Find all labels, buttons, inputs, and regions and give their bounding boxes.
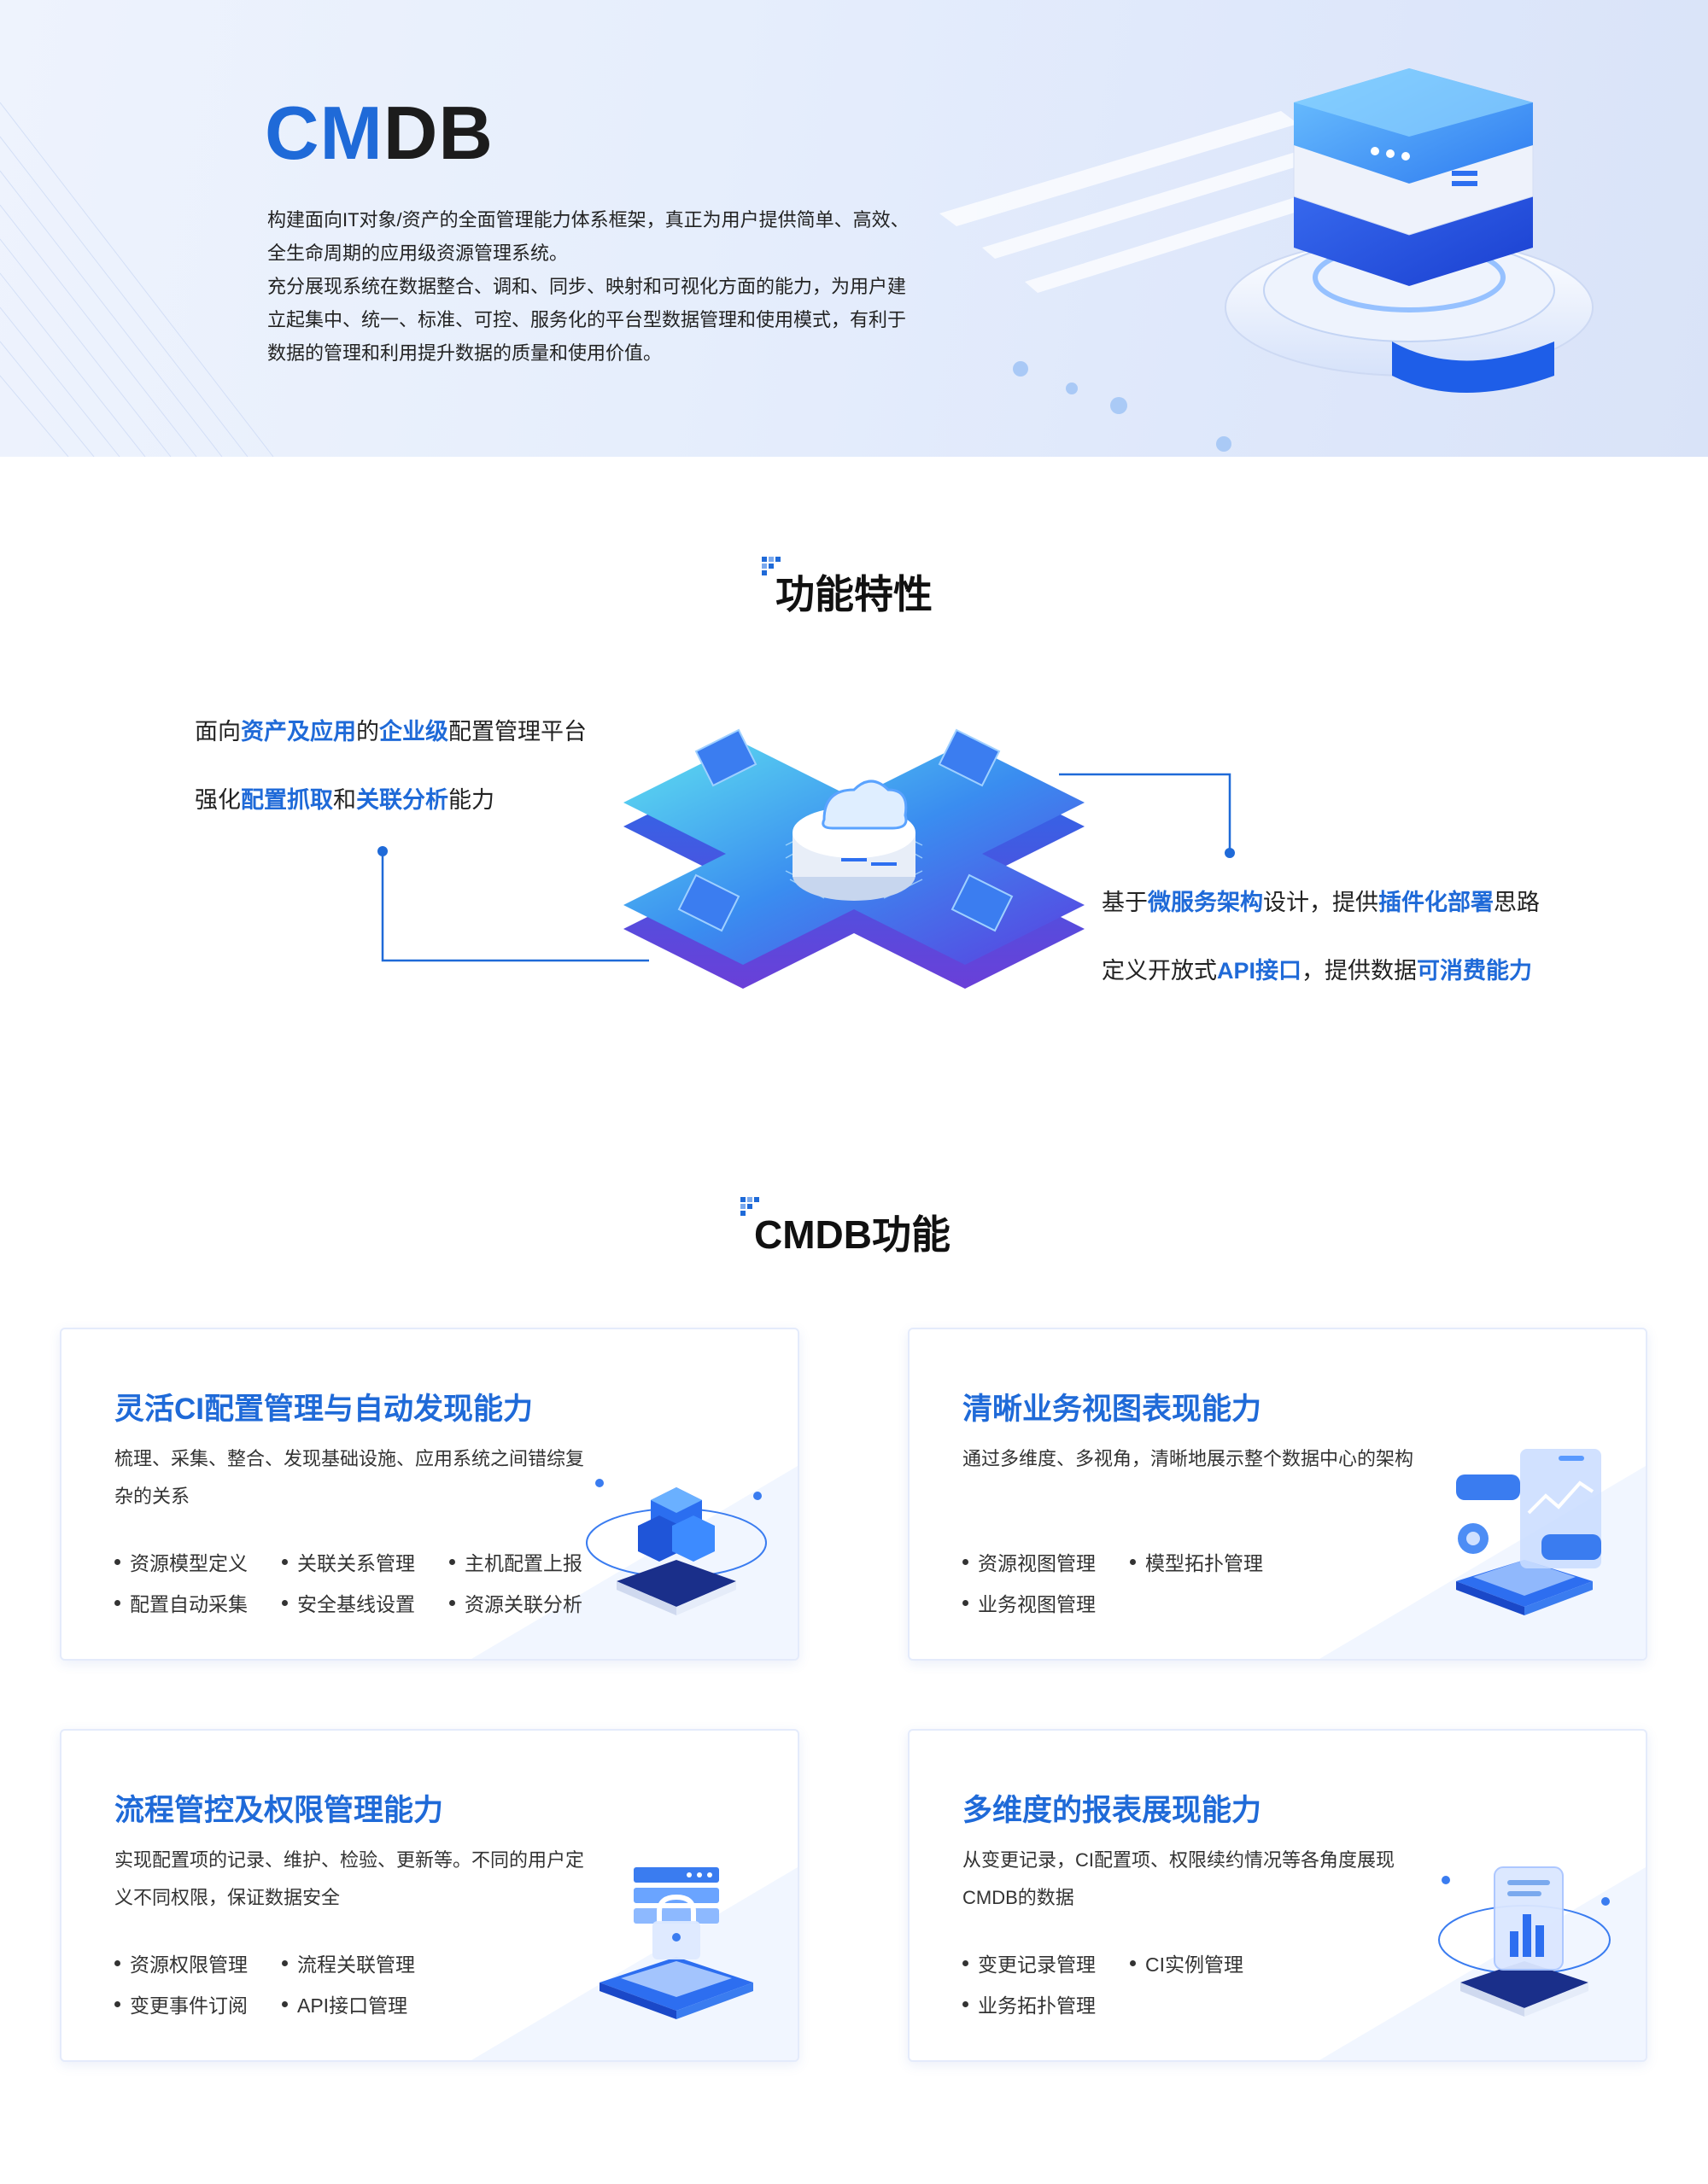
lock-server-icon xyxy=(600,1867,753,2019)
title-pixel-icon xyxy=(740,1197,759,1216)
card-description: 实现配置项的记录、维护、检验、更新等。不同的用户定义不同权限，保证数据安全 xyxy=(114,1849,585,1908)
list-item: 关联关系管理 xyxy=(282,1547,449,1576)
server-stack-icon xyxy=(1225,68,1594,393)
list-item: 业务视图管理 xyxy=(962,1588,1130,1617)
card-description: 梳理、采集、整合、发现基础设施、应用系统之间错综复杂的关系 xyxy=(114,1448,585,1507)
list-item: 安全基线设置 xyxy=(282,1588,449,1617)
function-card-business-view: 清晰业务视图表现能力 通过多维度、多视角，清晰地展示整个数据中心的架构 资源视图… xyxy=(908,1328,1647,1661)
connector-line-left xyxy=(377,846,649,962)
report-icon xyxy=(1438,1866,1611,2017)
card-title: 多维度的报表展现能力 xyxy=(962,1794,1262,1827)
hero-description: 构建面向IT对象/资产的全面管理能力体系框架，真正为用户提供简单、高效、全生命周… xyxy=(267,203,916,370)
features-section-title: 功能特性 xyxy=(762,557,933,620)
title-pixel-icon xyxy=(762,557,781,575)
function-card-reports: 多维度的报表展现能力 从变更记录，CI配置项、权限续约情况等各角度展现CMDB的… xyxy=(908,1729,1647,2062)
list-item: 模型拓扑管理 xyxy=(1130,1547,1297,1576)
card-title: 流程管控及权限管理能力 xyxy=(114,1794,444,1827)
hero-desc-line2: 充分展现系统在数据整合、调和、同步、映射和可视化方面的能力，为用户建立起集中、统… xyxy=(267,276,907,364)
hero-desc-line1: 构建面向IT对象/资产的全面管理能力体系框架，真正为用户提供简单、高效、全生命周… xyxy=(267,209,910,264)
card-feature-list: 资源视图管理 模型拓扑管理 业务视图管理 xyxy=(962,1547,1475,1617)
feature-line-3: 基于微服务架构设计，提供插件化部署思路 xyxy=(1102,890,1540,915)
list-item: 流程关联管理 xyxy=(282,1948,449,1977)
cube-icon xyxy=(586,1479,767,1615)
hero-background-lines xyxy=(0,102,1379,457)
connector-line-right xyxy=(1059,773,1235,858)
list-item: CI实例管理 xyxy=(1130,1948,1297,1977)
chart-window-icon xyxy=(1456,1449,1601,1615)
list-item: 变更记录管理 xyxy=(962,1948,1130,1977)
card-title: 灵活CI配置管理与自动发现能力 xyxy=(114,1393,534,1426)
list-item: 配置自动采集 xyxy=(114,1588,282,1617)
list-item: 资源视图管理 xyxy=(962,1547,1130,1576)
card-title: 清晰业务视图表现能力 xyxy=(962,1393,1262,1426)
card-feature-list: 资源权限管理 流程关联管理 变更事件订阅 API接口管理 xyxy=(114,1948,627,2018)
card-feature-list: 变更记录管理 CI实例管理 业务拓扑管理 xyxy=(962,1948,1475,2018)
list-item: API接口管理 xyxy=(282,1989,449,2018)
function-card-process-permission: 流程管控及权限管理能力 实现配置项的记录、维护、检验、更新等。不同的用户定义不同… xyxy=(60,1729,799,2062)
feature-line-2: 强化配置抓取和关联分析能力 xyxy=(195,787,494,813)
card-description: 通过多维度、多视角，清晰地展示整个数据中心的架构 xyxy=(962,1448,1414,1469)
card-background-decor xyxy=(1319,1867,1646,2060)
list-item: 业务拓扑管理 xyxy=(962,1989,1130,2018)
list-item: 资源权限管理 xyxy=(114,1948,282,1977)
hero-banner: CMDB 构建面向IT对象/资产的全面管理能力体系框架，真正为用户提供简单、高效… xyxy=(0,0,1708,457)
card-feature-list: 资源模型定义 关联关系管理 主机配置上报 配置自动采集 安全基线设置 资源关联分… xyxy=(114,1547,627,1617)
feature-line-1: 面向资产及应用的企业级配置管理平台 xyxy=(195,719,587,745)
feature-line-4: 定义开放式API接口，提供数据可消费能力 xyxy=(1102,958,1533,984)
list-item: 主机配置上报 xyxy=(449,1547,617,1576)
list-item: 资源关联分析 xyxy=(449,1588,617,1617)
page-title: CMDB xyxy=(265,91,494,175)
list-item: 变更事件订阅 xyxy=(114,1989,282,2018)
cloud-platform-illustration xyxy=(623,728,1085,989)
card-description: 从变更记录，CI配置项、权限续约情况等各角度展现CMDB的数据 xyxy=(962,1849,1395,1908)
functions-section-title: CMDB功能 xyxy=(740,1197,951,1260)
function-card-ci-config: 灵活CI配置管理与自动发现能力 梳理、采集、整合、发现基础设施、应用系统之间错综… xyxy=(60,1328,799,1661)
list-item: 资源模型定义 xyxy=(114,1547,282,1576)
